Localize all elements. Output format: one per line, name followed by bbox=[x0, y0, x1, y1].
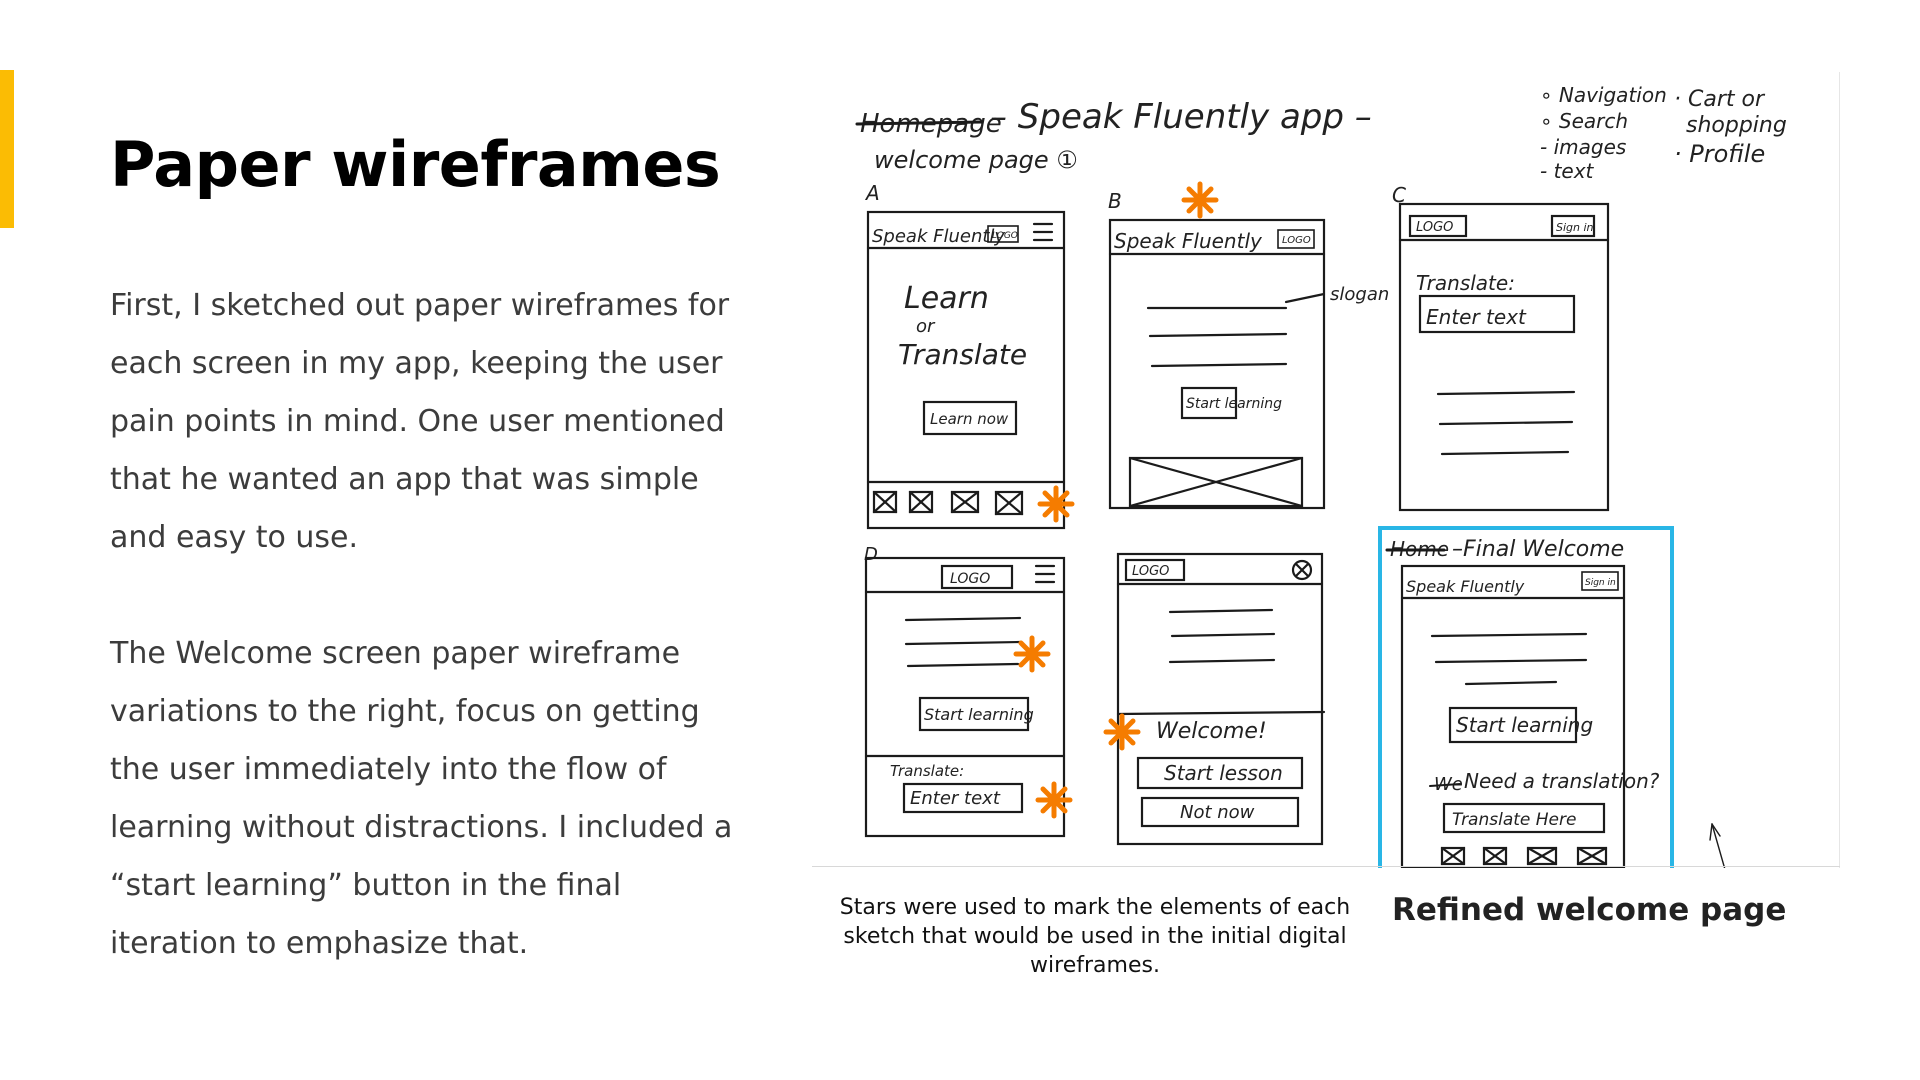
variant-letter-b: B bbox=[1108, 189, 1122, 213]
sketch-heading: – Speak Fluently app – bbox=[990, 97, 1372, 137]
frame-a-logo: LOGO bbox=[992, 231, 1018, 241]
star-marker-icon bbox=[1181, 181, 1219, 219]
frame-f-label: –Final Welcome bbox=[1452, 537, 1624, 562]
note-images: - images bbox=[1540, 135, 1626, 159]
star-marker-icon bbox=[1035, 781, 1073, 819]
frame-f-button-2: Translate Here bbox=[1452, 810, 1576, 830]
variant-letter-c: C bbox=[1392, 183, 1406, 207]
paragraph-intro: First, I sketched out paper wireframes f… bbox=[110, 288, 730, 555]
accent-bar bbox=[0, 70, 14, 228]
frame-c-logo: LOGO bbox=[1416, 220, 1453, 235]
frame-b-brand: Speak Fluently bbox=[1114, 229, 1263, 253]
body-text: First, I sketched out paper wireframes f… bbox=[110, 277, 750, 1031]
note-cart: · Cart or bbox=[1674, 87, 1766, 112]
frame-c-signin: Sign in bbox=[1556, 221, 1594, 234]
wireframe-a: Speak Fluently LOGO Learn or Translate L… bbox=[866, 210, 1066, 530]
note-text: - text bbox=[1540, 159, 1595, 183]
star-marker-icon bbox=[1037, 485, 1075, 523]
frame-f-brand: Speak Fluently bbox=[1406, 577, 1525, 596]
frame-a-button: Learn now bbox=[930, 410, 1009, 428]
wireframe-e: LOGO Welcome! Start lesson Not now bbox=[1116, 552, 1326, 846]
paragraph-welcome: The Welcome screen paper wireframe varia… bbox=[110, 636, 733, 961]
frame-f-nav-icons bbox=[1440, 846, 1608, 866]
frame-a-nav-icons bbox=[872, 490, 1024, 516]
variant-letter-a: A bbox=[864, 181, 880, 205]
refined-welcome-label: Refined welcome page bbox=[1392, 892, 1787, 928]
frame-d-input: Enter text bbox=[910, 788, 1001, 809]
frame-f-question: Need a translation? bbox=[1464, 769, 1660, 793]
frame-e-button-2: Not now bbox=[1180, 802, 1255, 823]
paper-wireframe-sketch: Homepage – Speak Fluently app – welcome … bbox=[812, 72, 1840, 868]
wireframe-c: LOGO Sign in Translate: Enter text bbox=[1398, 202, 1610, 512]
frame-d-logo: LOGO bbox=[950, 571, 990, 587]
star-marker-icon bbox=[1013, 635, 1051, 673]
close-icon bbox=[1291, 559, 1313, 581]
frame-f-signin: Sign in bbox=[1585, 578, 1616, 588]
note-profile: · Profile bbox=[1674, 140, 1765, 168]
note-shopping: shopping bbox=[1686, 113, 1787, 138]
wireframe-b: Speak Fluently LOGO slogan Start learnin… bbox=[1108, 218, 1389, 510]
sketch-subheading: welcome page ① bbox=[874, 146, 1078, 174]
frame-e-welcome: Welcome! bbox=[1156, 719, 1267, 744]
frame-a-translate: Translate bbox=[898, 338, 1027, 371]
hamburger-icon bbox=[1032, 222, 1054, 242]
frame-c-translate: Translate: bbox=[1416, 271, 1515, 295]
frame-a-learn: Learn bbox=[904, 281, 989, 316]
variant-letter-d: D bbox=[864, 544, 878, 565]
frame-c-input: Enter text bbox=[1426, 305, 1527, 329]
note-search: ∘ Search bbox=[1540, 109, 1628, 133]
frame-b-logo: LOGO bbox=[1282, 235, 1311, 246]
note-navigation: ∘ Navigation bbox=[1540, 83, 1667, 107]
frame-e-button-1: Start lesson bbox=[1164, 761, 1283, 785]
wireframe-d: LOGO Start learning Translate: Enter tex… bbox=[864, 556, 1066, 838]
frame-f-button: Start learning bbox=[1456, 713, 1593, 737]
sketch-notes: ∘ Navigation ∘ Search - images - text · … bbox=[1540, 83, 1787, 183]
image-divider bbox=[812, 866, 1840, 867]
frame-e-logo: LOGO bbox=[1132, 564, 1169, 579]
frame-a-or: or bbox=[916, 316, 936, 337]
wireframe-f-final: Home –Final Welcome Speak Fluently Sign … bbox=[1378, 526, 1726, 868]
frame-b-slogan: slogan bbox=[1330, 284, 1389, 305]
hamburger-icon bbox=[1034, 564, 1056, 584]
image-caption: Stars were used to mark the elements of … bbox=[839, 895, 1351, 978]
frame-d-button: Start learning bbox=[924, 705, 1034, 724]
frame-b-button: Start learning bbox=[1186, 396, 1282, 412]
frame-a-brand: Speak Fluently bbox=[872, 226, 1005, 247]
page-title: Paper wireframes bbox=[110, 128, 721, 201]
star-marker-icon bbox=[1103, 713, 1141, 751]
frame-d-translate: Translate: bbox=[890, 762, 964, 780]
